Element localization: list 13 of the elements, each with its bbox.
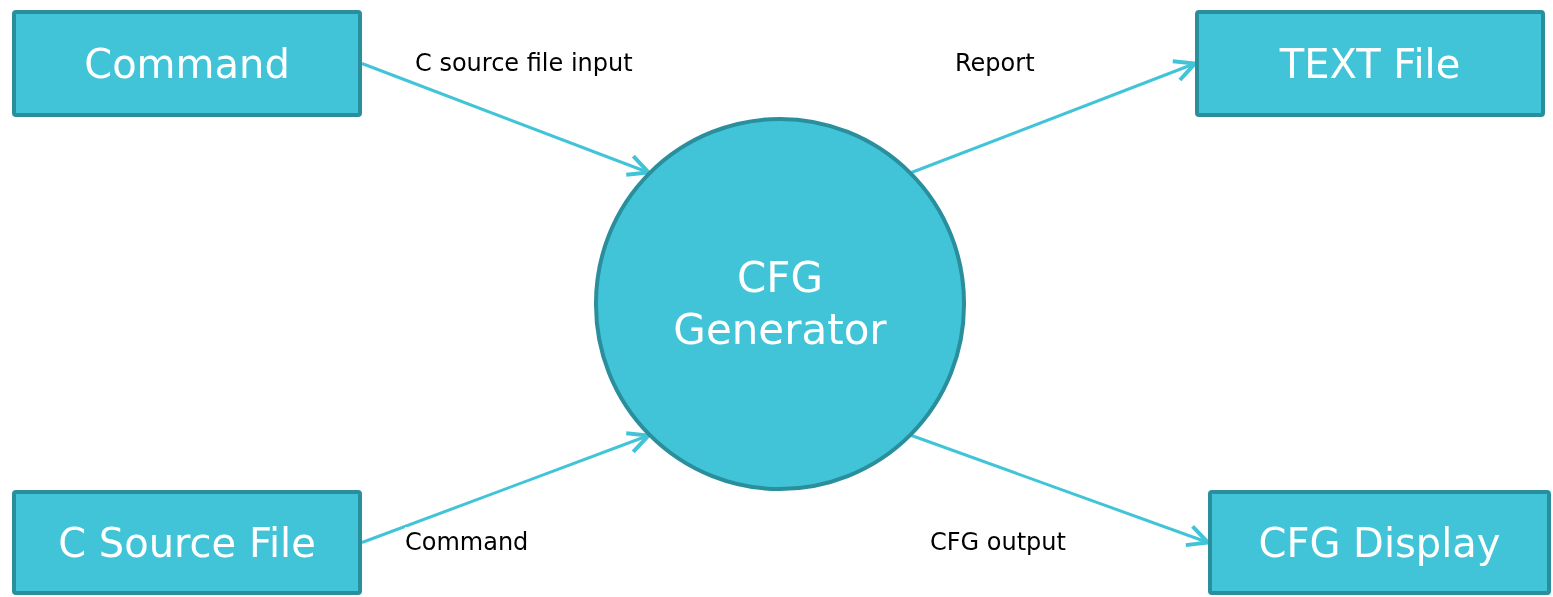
node-label: C Source File (58, 518, 316, 568)
arrow (910, 59, 1197, 174)
entity-box (1208, 490, 1551, 595)
entity-box (12, 10, 362, 117)
node-label: TEXT File (1279, 39, 1461, 89)
arrow (361, 431, 651, 544)
arrow (911, 434, 1210, 548)
node-label: CFG Display (1258, 518, 1501, 568)
node-label: CFG Generator (672, 251, 888, 356)
entity-box (1195, 10, 1545, 117)
node-label: Command (84, 39, 290, 89)
arrow (361, 62, 651, 177)
entity-box (12, 490, 362, 595)
